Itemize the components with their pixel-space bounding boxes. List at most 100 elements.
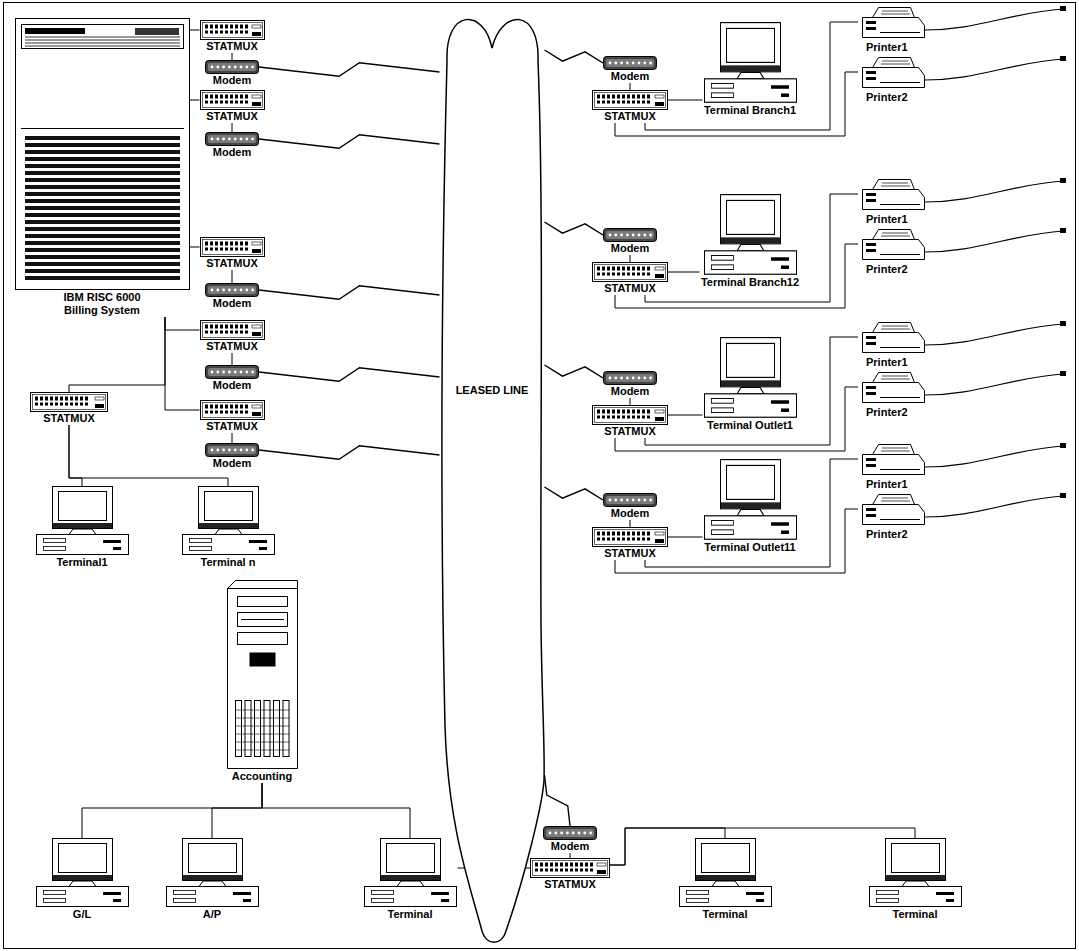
icon-part [882, 376, 908, 377]
icon-part [216, 66, 219, 69]
icon-part [240, 331, 243, 334]
icon-part [371, 899, 393, 903]
cable-line [190, 100, 200, 101]
icon-part [230, 248, 233, 251]
modem-device-icon [205, 132, 259, 146]
icon-part [655, 267, 664, 270]
icon-part [199, 881, 226, 887]
icon-part [570, 869, 573, 872]
cable-line [232, 270, 233, 283]
icon-part [540, 863, 543, 867]
icon-part [206, 444, 259, 457]
icon-part [565, 863, 568, 867]
icon-part [756, 899, 764, 902]
accounting-server-icon [225, 580, 300, 770]
icon-part [622, 101, 625, 104]
device-label: Printer2 [866, 406, 908, 419]
icon-part [627, 273, 630, 276]
device-label: Printer1 [866, 41, 908, 54]
icon-part [721, 65, 780, 71]
icon-part [866, 243, 876, 246]
icon-part [1060, 6, 1066, 11]
icon-part [617, 267, 620, 271]
icon-part [202, 240, 262, 255]
icon-part [206, 366, 259, 379]
icon-part [560, 863, 563, 867]
icon-part [866, 199, 876, 202]
lightning-link [259, 286, 440, 299]
icon-part [235, 726, 289, 727]
icon-part [1060, 178, 1066, 183]
icon-part [612, 101, 615, 104]
icon-part [617, 273, 620, 276]
icon-part [655, 539, 664, 543]
icon-part [882, 233, 908, 234]
icon-part [642, 538, 645, 541]
icon-part [60, 403, 63, 406]
icon-part [614, 499, 617, 502]
icon-part [235, 248, 238, 251]
terminal-pc: Terminal [363, 838, 458, 921]
icon-part [69, 529, 96, 535]
icon-part [25, 171, 180, 175]
icon-part [737, 244, 764, 250]
icon-part [696, 875, 755, 880]
printer-device-icon [858, 370, 1068, 406]
icon-part [25, 276, 180, 280]
icon-part [43, 891, 65, 895]
device-label: A/P [203, 908, 221, 921]
icon-part [397, 881, 424, 887]
printer-device-icon [858, 442, 1068, 478]
icon-part [235, 750, 289, 751]
icon-part [655, 532, 664, 535]
icon-part [589, 832, 592, 835]
icon-part [622, 95, 625, 99]
icon-part [252, 412, 261, 416]
icon-part [873, 373, 915, 383]
icon-part [33, 395, 106, 410]
icon-part [25, 164, 180, 168]
icon-part [210, 31, 213, 34]
printer-device: Printer2 [858, 55, 1068, 104]
icon-part [220, 31, 223, 34]
icon-part [240, 31, 243, 34]
icon-part [245, 405, 248, 409]
icon-part [642, 267, 645, 271]
terminal-pc-icon [703, 194, 798, 276]
icon-part [431, 892, 449, 895]
icon-part [380, 839, 440, 881]
icon-part [211, 138, 214, 141]
lightning-link [259, 446, 440, 459]
icon-part [637, 267, 640, 271]
icon-part [245, 138, 248, 141]
icon-part [642, 410, 645, 414]
icon-part [95, 404, 104, 408]
icon-part [880, 469, 920, 470]
icon-part [1060, 321, 1066, 326]
terminal-pc: Terminal [868, 838, 963, 921]
icon-part [208, 446, 256, 454]
icon-part [550, 863, 553, 867]
icon-part [632, 62, 635, 65]
icon-part [626, 62, 629, 65]
icon-part [643, 234, 646, 237]
icon-part [251, 371, 254, 374]
icon-part [210, 411, 213, 414]
icon-part [881, 14, 910, 15]
leased-line-cloud: LEASED LINE [440, 6, 545, 944]
terminal-pc: A/P [165, 838, 260, 921]
icon-part [622, 538, 625, 541]
page-frame [4, 3, 1076, 949]
icon-part [240, 248, 243, 251]
printer-device-icon [858, 177, 1068, 213]
icon-part [565, 869, 568, 872]
icon-part [249, 540, 267, 543]
icon-part [622, 410, 625, 414]
device-label: Modem [611, 385, 650, 398]
icon-part [21, 25, 183, 49]
icon-part [210, 405, 213, 409]
icon-part [771, 257, 789, 261]
icon-part [620, 377, 623, 380]
icon-part [649, 62, 652, 65]
device-label: Modem [551, 840, 590, 853]
